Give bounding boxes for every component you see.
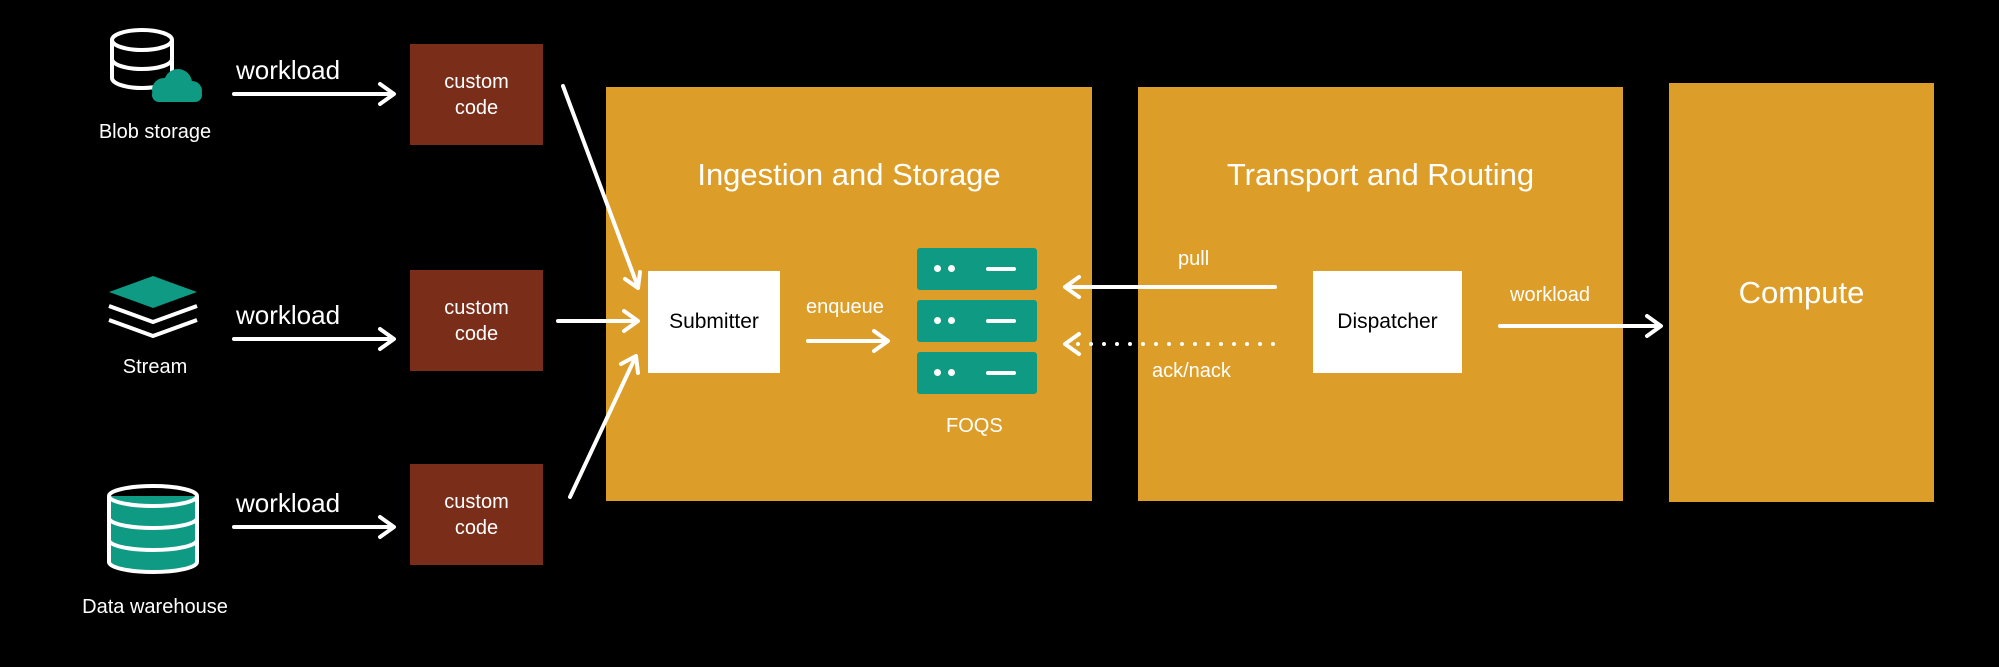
pull-label: pull <box>1178 248 1210 270</box>
foqs-label: FOQS <box>946 415 1003 437</box>
workload-label-blob: workload <box>236 55 341 85</box>
arrow-warehouse-to-custom <box>232 515 396 539</box>
dispatcher-box: Dispatcher <box>1313 271 1462 373</box>
foqs-server-icon-2 <box>917 300 1037 342</box>
ack-nack-label: ack/nack <box>1152 360 1231 382</box>
arrow-custom-blob-to-submitter <box>561 84 642 290</box>
workload-label-warehouse: workload <box>236 488 341 518</box>
foqs-server-icon-3 <box>917 352 1037 394</box>
arrow-pull <box>1063 275 1277 299</box>
stream-layers-icon <box>108 276 198 339</box>
arrow-enqueue <box>806 329 890 353</box>
custom-code-box-blob: custom code <box>410 44 543 145</box>
transport-routing-panel: Transport and Routing <box>1138 87 1623 501</box>
arrow-dispatcher-to-compute <box>1498 314 1663 338</box>
blob-storage-label: Blob storage <box>98 121 212 143</box>
data-warehouse-icon <box>107 484 199 574</box>
submitter-label: Submitter <box>669 310 759 333</box>
custom-code-label: custom code <box>444 296 509 345</box>
compute-title: Compute <box>1738 275 1865 310</box>
custom-code-label: custom code <box>444 490 509 539</box>
arrow-stream-to-custom <box>232 327 396 351</box>
data-warehouse-label: Data warehouse <box>82 596 228 618</box>
arrow-custom-stream-to-submitter <box>556 309 640 333</box>
workload-to-compute-label: workload <box>1510 284 1591 306</box>
transport-routing-title: Transport and Routing <box>1226 157 1535 192</box>
custom-code-box-warehouse: custom code <box>410 464 543 565</box>
arrow-blob-to-custom <box>232 82 396 106</box>
foqs-server-icon-1 <box>917 248 1037 290</box>
arrow-ack-nack <box>1063 332 1275 356</box>
dispatcher-label: Dispatcher <box>1337 310 1438 333</box>
submitter-box: Submitter <box>648 271 780 373</box>
custom-code-label: custom code <box>444 70 509 119</box>
compute-panel: Compute <box>1669 83 1934 502</box>
arrow-custom-warehouse-to-submitter <box>568 354 640 499</box>
ingestion-storage-title: Ingestion and Storage <box>697 157 1001 192</box>
custom-code-box-stream: custom code <box>410 270 543 371</box>
workload-label-stream: workload <box>236 300 341 330</box>
enqueue-label: enqueue <box>806 296 884 318</box>
stream-label: Stream <box>122 356 188 378</box>
blob-storage-icon <box>110 28 202 102</box>
